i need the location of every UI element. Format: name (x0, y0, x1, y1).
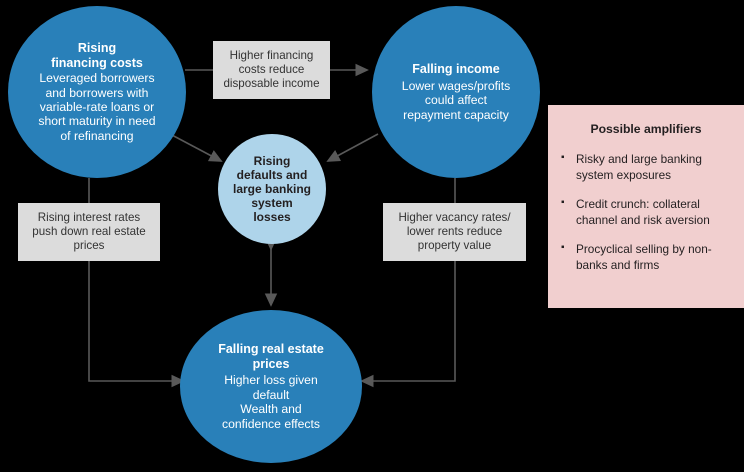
list-item: Risky and large banking system exposures (560, 151, 732, 183)
node-title: Falling income (412, 62, 500, 77)
list-item: Procyclical selling by non-banks and fir… (560, 241, 732, 273)
panel-possible-amplifiers: Possible amplifiers Risky and large bank… (548, 105, 744, 308)
connector-financing-costs-to-defaults (169, 133, 223, 162)
amplifier-list: Risky and large banking system exposures… (560, 151, 732, 273)
connector-falling-income-to-defaults (326, 133, 379, 162)
panel-title: Possible amplifiers (590, 122, 702, 136)
list-item: Credit crunch: collateral channel and ri… (560, 196, 732, 228)
